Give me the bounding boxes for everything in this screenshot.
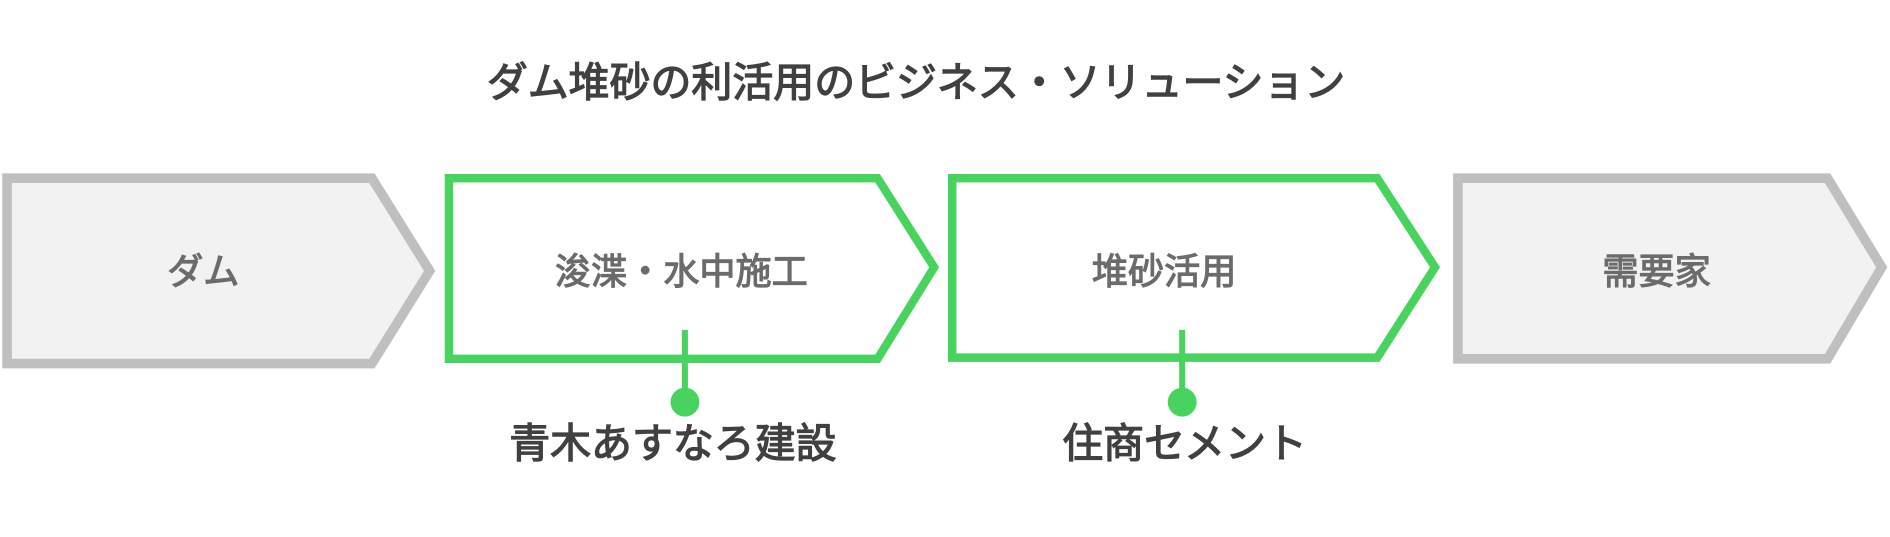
connector-dot xyxy=(670,387,700,417)
step-label: ダム xyxy=(167,250,239,293)
diagram-title: ダム堆砂の利活用のビジネス・ソリューション xyxy=(487,58,1346,106)
step-arrow-shape xyxy=(948,173,1441,362)
step-customer: 需要家 xyxy=(1453,173,1888,364)
step-label: 浚渫・水中施工 xyxy=(555,250,808,293)
step-label: 需要家 xyxy=(1602,250,1710,293)
company-label: 青木あすなろ建設 xyxy=(509,420,836,468)
connector-dot xyxy=(1167,387,1197,417)
step-arrow-shape xyxy=(444,173,940,364)
step-dredging: 浚渫・水中施工 青木あすなろ建設 xyxy=(444,173,940,468)
step-label: 堆砂活用 xyxy=(1092,250,1236,293)
company-label: 住商セメント xyxy=(1062,420,1307,468)
step-arrow-shape xyxy=(2,173,436,369)
step-arrow-shape xyxy=(1453,173,1888,364)
step-dam: ダム xyxy=(2,173,436,369)
step-sediment-use: 堆砂活用 住商セメント xyxy=(948,173,1441,468)
